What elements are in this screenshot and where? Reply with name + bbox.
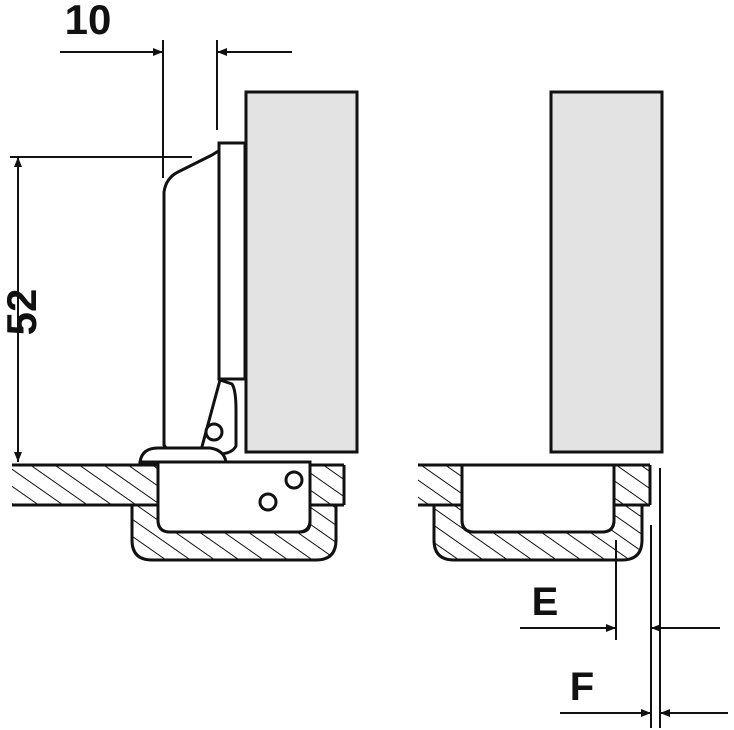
hinge-pivot-pin bbox=[204, 422, 224, 442]
cup-screw-hole-1 bbox=[284, 470, 304, 490]
dimension-label-e: E bbox=[532, 580, 559, 624]
dimension-top-width: 10 bbox=[60, 0, 292, 178]
cup-screw-hole-2 bbox=[258, 492, 278, 512]
dimension-offset-e: E bbox=[520, 525, 720, 728]
hinge-base-flange bbox=[138, 446, 228, 464]
right-door-panel bbox=[549, 90, 664, 454]
right-assembly bbox=[418, 90, 664, 562]
dimension-label-10: 10 bbox=[65, 0, 112, 43]
right-cup-bore bbox=[460, 463, 616, 534]
left-assembly bbox=[12, 90, 359, 562]
dimension-hinge-height: 52 bbox=[0, 156, 192, 462]
dimension-offset-f: F bbox=[560, 468, 728, 728]
dimension-label-f: F bbox=[570, 665, 594, 709]
hinge-mounting-plate bbox=[217, 141, 247, 381]
hinge-cup bbox=[156, 460, 312, 534]
dimension-label-52: 52 bbox=[0, 289, 45, 336]
left-door-panel bbox=[244, 90, 359, 454]
